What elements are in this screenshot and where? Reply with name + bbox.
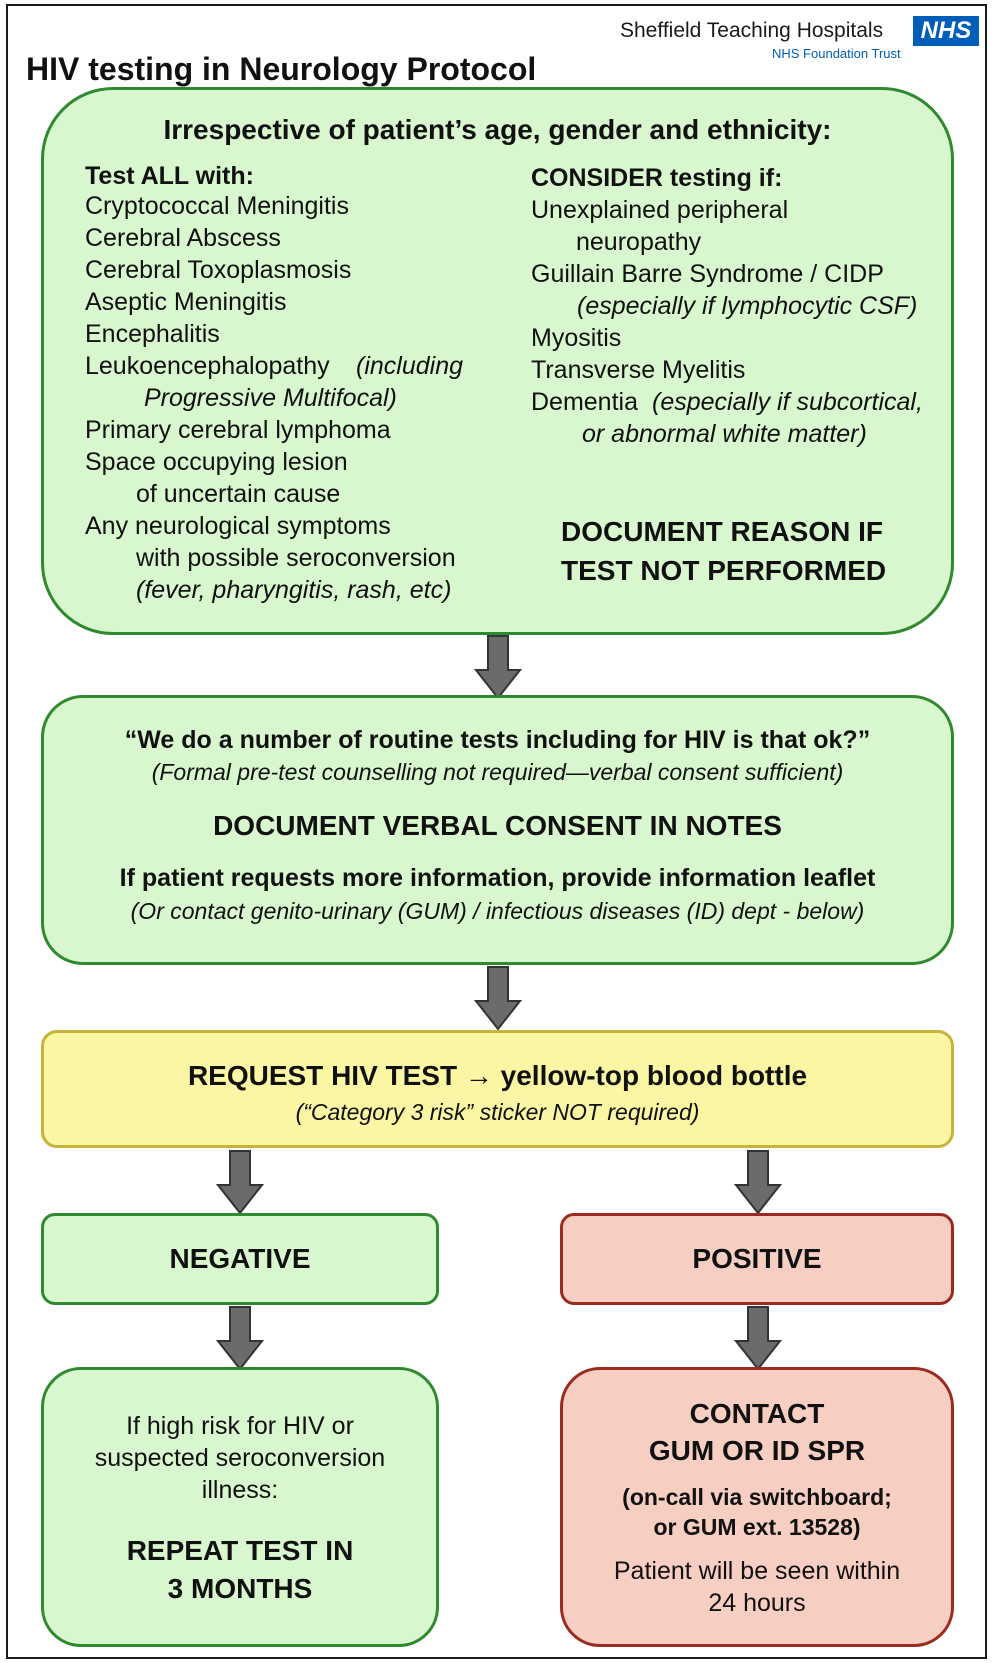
- nhs-logo-text: NHS: [920, 17, 972, 44]
- repeat-test-line: 3 MONTHS: [167, 1573, 313, 1604]
- negative-box: NEGATIVE: [41, 1213, 439, 1305]
- contact-line: GUM OR ID SPR: [648, 1435, 866, 1466]
- nhs-logo: NHS: [913, 16, 979, 46]
- negative-condition-line: illness:: [201, 1476, 279, 1504]
- test-all-item: of uncertain cause: [136, 480, 341, 508]
- consider-item: Myositis: [531, 324, 622, 352]
- test-all-item: Aseptic Meningitis: [85, 288, 287, 316]
- seen-within-line: 24 hours: [708, 1589, 806, 1617]
- negative-outcome-box: If high risk for HIV or suspected seroco…: [41, 1367, 439, 1647]
- test-all-item: Primary cerebral lymphoma: [85, 416, 391, 444]
- flow-arrow: [734, 1150, 782, 1215]
- negative-condition-line: If high risk for HIV or: [126, 1412, 354, 1440]
- flow-arrow: [474, 966, 522, 1031]
- test-all-item: Cryptococcal Meningitis: [85, 192, 349, 220]
- positive-label: POSITIVE: [692, 1243, 822, 1274]
- test-all-item: with possible seroconversion: [136, 544, 456, 572]
- request-title: REQUEST HIV TEST → yellow-top blood bott…: [187, 1060, 808, 1091]
- test-all-item: Any neurological symptoms: [85, 512, 391, 540]
- test-all-item-note: (fever, pharyngitis, rash, etc): [136, 576, 452, 604]
- flow-arrow: [216, 1306, 264, 1371]
- document-consent: DOCUMENT VERBAL CONSENT IN NOTES: [213, 810, 782, 841]
- test-all-item: Encephalitis: [85, 320, 220, 348]
- test-all-item: Leukoencephalopathy: [85, 352, 330, 380]
- consent-quote: “We do a number of routine tests includi…: [124, 726, 871, 754]
- request-box: REQUEST HIV TEST → yellow-top blood bott…: [41, 1030, 954, 1148]
- protocol-frame: [6, 4, 987, 1659]
- document-reason-line: TEST NOT PERFORMED: [561, 555, 887, 586]
- flow-arrow: [734, 1306, 782, 1371]
- on-call-line: (on-call via switchboard;: [622, 1484, 892, 1510]
- negative-label: NEGATIVE: [169, 1243, 311, 1274]
- consider-heading: CONSIDER testing if:: [531, 164, 783, 192]
- on-call-line: or GUM ext. 13528): [653, 1514, 861, 1540]
- criteria-box: Irrespective of patient’s age, gender an…: [41, 87, 954, 635]
- consent-box: “We do a number of routine tests includi…: [41, 695, 954, 965]
- consider-item-note: (especially if lymphocytic CSF): [577, 292, 918, 320]
- consider-item: Transverse Myelitis: [531, 356, 746, 384]
- org-subtitle: NHS Foundation Trust: [772, 46, 901, 61]
- test-all-item: Space occupying lesion: [85, 448, 348, 476]
- test-all-item-note: Progressive Multifocal): [144, 384, 397, 412]
- contact-note: (Or contact genito-urinary (GUM) / infec…: [130, 898, 865, 924]
- positive-outcome-box: CONTACT GUM OR ID SPR (on-call via switc…: [560, 1367, 954, 1647]
- consider-item: Unexplained peripheral: [531, 196, 789, 224]
- consider-item-note: or abnormal white matter): [582, 420, 867, 448]
- request-note: (“Category 3 risk” sticker NOT required): [295, 1099, 700, 1125]
- consider-item: neuropathy: [576, 228, 702, 256]
- consider-item: Guillain Barre Syndrome / CIDP: [531, 260, 884, 288]
- flow-arrow: [216, 1150, 264, 1215]
- test-all-item-note: (including: [356, 352, 464, 380]
- seen-within-line: Patient will be seen within: [613, 1557, 901, 1585]
- criteria-heading: Irrespective of patient’s age, gender an…: [163, 114, 832, 145]
- org-name: Sheffield Teaching Hospitals: [620, 19, 884, 42]
- contact-line: CONTACT: [689, 1398, 825, 1429]
- positive-box: POSITIVE: [560, 1213, 954, 1305]
- consider-item-note: (especially if subcortical,: [652, 388, 923, 416]
- flow-arrow: [474, 635, 522, 700]
- test-all-heading: Test ALL with:: [85, 162, 254, 190]
- page-title: HIV testing in Neurology Protocol: [26, 51, 537, 87]
- consent-note: (Formal pre-test counselling not require…: [151, 759, 844, 785]
- document-reason-line: DOCUMENT REASON IF: [561, 516, 883, 547]
- consider-item: Dementia: [531, 388, 638, 416]
- info-leaflet: If patient requests more information, pr…: [119, 864, 876, 892]
- test-all-item: Cerebral Toxoplasmosis: [85, 256, 352, 284]
- repeat-test-line: REPEAT TEST IN: [126, 1535, 354, 1566]
- test-all-item: Cerebral Abscess: [85, 224, 281, 252]
- negative-condition-line: suspected seroconversion: [94, 1444, 386, 1472]
